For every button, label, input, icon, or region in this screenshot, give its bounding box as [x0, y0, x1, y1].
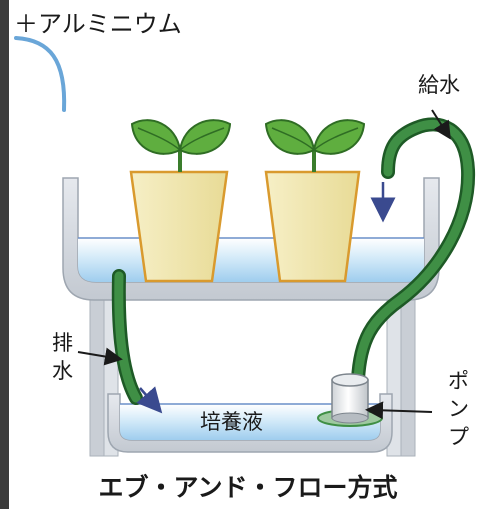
label-pump-1: ポ [448, 369, 469, 393]
label-nutrient: 培養液 [200, 410, 263, 434]
support-leg-right-outer [400, 295, 416, 457]
pump-pointer [365, 401, 433, 420]
label-pump-3: プ [448, 425, 469, 449]
label-drain-1: 排 [52, 331, 73, 355]
pot-left [129, 170, 229, 283]
drain-pointer [77, 347, 123, 366]
pot-right [264, 170, 361, 283]
seedling-right [264, 119, 366, 172]
supply-tube-inner [353, 119, 473, 385]
support-leg-left-outer [89, 295, 105, 457]
upper-tray-water [78, 238, 424, 282]
pump [317, 373, 383, 427]
caption: エブ・アンド・フロー方式 [98, 473, 397, 502]
drain-tube-inner [114, 271, 141, 403]
seedling-left [130, 119, 232, 172]
supply-pointer [431, 109, 451, 140]
wire [14, 36, 67, 112]
drain-flow-arrow [136, 386, 163, 414]
label-supply: 給水 [418, 73, 460, 97]
label-pump-2: ン [448, 397, 469, 421]
label-drain-2: 水 [52, 359, 73, 383]
left-edge-strip [0, 0, 9, 509]
lower-tray-water [120, 404, 380, 440]
label-aluminium: ＋アルミニウム [14, 10, 182, 38]
